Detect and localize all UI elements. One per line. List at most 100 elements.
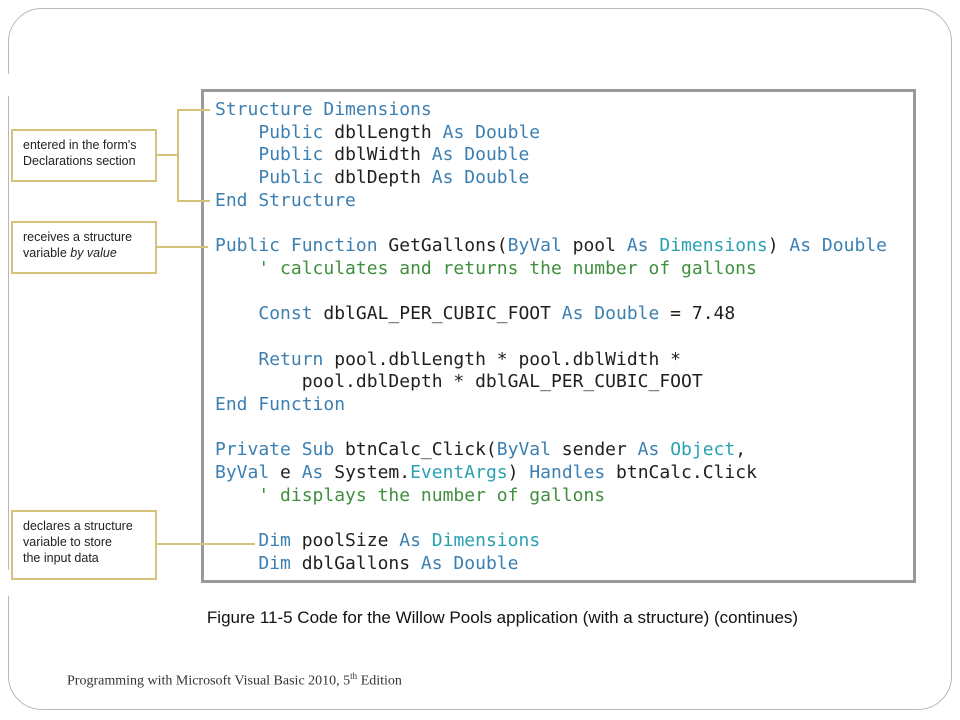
callout-text: variable: [23, 246, 71, 260]
code-line: Dim poolSize As Dimensions: [215, 530, 887, 553]
code-text: = 7.48: [659, 303, 736, 325]
code-text: [215, 349, 258, 370]
code-keyword: Dim: [258, 530, 291, 552]
code-text: dblLength: [323, 121, 443, 143]
code-line: Private Sub btnCalc_Click(ByVal sender A…: [215, 439, 887, 462]
code-line: ' displays the number of gallons: [215, 485, 887, 508]
code-text: [659, 439, 670, 460]
code-text: [215, 167, 258, 188]
code-keyword: As Double: [420, 552, 519, 574]
code-keyword: Public: [258, 121, 324, 143]
code-text: e: [269, 462, 302, 483]
code-keyword: Structure Dimensions: [215, 99, 432, 120]
code-text: GetGallons(: [377, 235, 508, 257]
code-keyword: Handles: [529, 462, 606, 483]
code-type: Object: [670, 439, 736, 461]
code-keyword: As Double: [442, 121, 541, 143]
code-keyword: As: [301, 462, 324, 483]
callout-text: variable by value: [23, 245, 145, 261]
code-line: [215, 417, 887, 440]
callout-declarations: entered in the form's Declarations secti…: [11, 129, 157, 182]
code-keyword: As: [399, 530, 421, 552]
code-text: pool.dblLength * pool.dblWidth *: [323, 348, 682, 370]
code-text: ): [507, 462, 530, 483]
code-type: Dimensions: [659, 235, 768, 257]
code-line: ' calculates and returns the number of g…: [215, 258, 887, 281]
code-keyword: ByVal: [507, 235, 562, 257]
code-keyword: End Function: [215, 393, 346, 415]
code-keyword: Private Sub: [215, 439, 335, 461]
callout-text: Declarations section: [23, 154, 136, 168]
code-keyword: Const: [258, 303, 313, 325]
code-text: dblGAL_PER_CUBIC_FOOT: [312, 303, 562, 325]
footer-text: Programming with Microsoft Visual Basic …: [67, 673, 351, 689]
code-text: [421, 530, 432, 551]
code-keyword: Public: [258, 144, 324, 166]
code-text: [215, 553, 258, 574]
code-line: [215, 212, 887, 235]
code-text: btnCalc_Click(: [334, 439, 497, 461]
code-keyword: Public Function: [215, 235, 378, 257]
code-text: [215, 122, 258, 143]
code-line: End Structure: [215, 190, 887, 213]
callout-declares: declares a structure variable to store t…: [11, 510, 157, 580]
callout-text: declares a structure: [23, 519, 133, 533]
code-line: ByVal e As System.EventArgs) Handles btn…: [215, 462, 887, 485]
code-text: poolSize: [290, 530, 400, 552]
code-comment: ' calculates and returns the number of g…: [258, 257, 757, 279]
code-line: pool.dblDepth * dblGAL_PER_CUBIC_FOOT: [215, 371, 887, 394]
code-keyword: As Double: [561, 303, 660, 325]
code-text: sender: [550, 439, 638, 461]
code-text: dblWidth: [323, 144, 432, 166]
code-text: pool.dblDepth * dblGAL_PER_CUBIC_FOOT: [215, 371, 703, 393]
code-comment: ' displays the number of gallons: [258, 484, 606, 506]
code-line: End Function: [215, 394, 887, 417]
callout-text: receives a structure: [23, 230, 133, 244]
slide-footer: Programming with Microsoft Visual Basic …: [67, 671, 402, 690]
code-line: Public dblDepth As Double: [215, 167, 887, 190]
code-text: [215, 530, 258, 551]
code-keyword: As Double: [431, 144, 530, 166]
code-text: pool: [561, 235, 627, 257]
code-text: System.: [323, 462, 411, 483]
code-text: [215, 303, 258, 324]
code-keyword: ByVal: [215, 462, 270, 483]
code-keyword: Public: [258, 167, 324, 189]
callout-emphasis: by value: [70, 246, 117, 260]
code-keyword: As Double: [789, 235, 887, 257]
code-line: Return pool.dblLength * pool.dblWidth *: [215, 349, 887, 372]
code-line: Public dblLength As Double: [215, 122, 887, 145]
callout-text: variable to store: [23, 535, 112, 549]
code-line: [215, 281, 887, 304]
code-line: Const dblGAL_PER_CUBIC_FOOT As Double = …: [215, 303, 887, 326]
code-text: [649, 235, 660, 256]
code-type: Dimensions: [431, 530, 541, 552]
code-text: [215, 258, 258, 279]
code-keyword: Return: [258, 348, 324, 370]
code-keyword: As: [637, 439, 660, 461]
code-type: EventArgs: [410, 462, 508, 483]
code-text: [215, 144, 258, 165]
code-line: Structure Dimensions: [215, 99, 887, 122]
code-figure-box: [201, 89, 916, 583]
code-keyword: ByVal: [496, 439, 551, 461]
code-line: [215, 507, 887, 530]
code-text: [215, 485, 258, 506]
code-text: ,: [735, 439, 747, 461]
code-text: btnCalc.Click: [605, 462, 757, 483]
code-keyword: As Double: [431, 167, 530, 189]
code-line: Public dblWidth As Double: [215, 144, 887, 167]
callout-text: the input data: [23, 551, 99, 565]
code-listing: Structure Dimensions Public dblLength As…: [215, 99, 887, 575]
callout-text: entered in the form's: [23, 138, 137, 152]
code-text: dblGallons: [290, 552, 421, 574]
footer-superscript: th: [350, 671, 358, 681]
code-keyword: Dim: [258, 552, 291, 574]
frame-gap: [6, 74, 12, 96]
figure-caption: Figure 11-5 Code for the Willow Pools ap…: [206, 608, 799, 627]
code-line: Public Function GetGallons(ByVal pool As…: [215, 235, 887, 258]
code-text: ): [767, 235, 790, 257]
code-line: Dim dblGallons As Double: [215, 553, 887, 576]
code-keyword: As: [626, 235, 649, 257]
frame-gap: [6, 570, 12, 596]
